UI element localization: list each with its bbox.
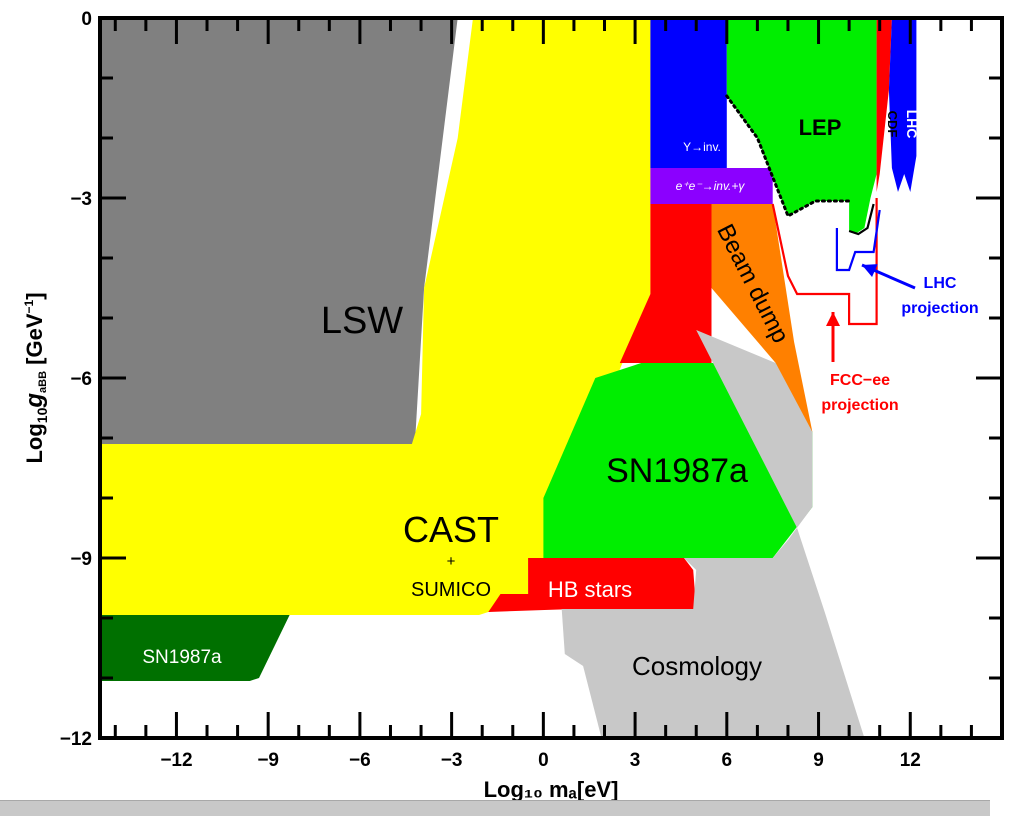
window-footer-bar [0, 800, 990, 816]
x-tick-label: 3 [630, 750, 641, 771]
curve-fcc-ee-projection [771, 198, 878, 326]
label-lep: LEP [799, 115, 842, 140]
y-tick-label: −6 [70, 369, 92, 390]
label-lhc-proj-1: LHC [924, 275, 957, 292]
label-hb: HB stars [548, 577, 632, 602]
x-tick-label: −6 [349, 750, 371, 771]
lhc-arrow-head [862, 264, 878, 277]
label-fcc-proj-1: FCC−ee [830, 372, 890, 389]
region-lep [726, 18, 877, 234]
label-lsw: LSW [321, 300, 403, 342]
region-beam-dump [711, 204, 813, 432]
region-red-mid [619, 204, 712, 363]
label-ee: e⁺e⁻→inv.+γ [676, 179, 746, 193]
label-sumico: SUMICO [411, 579, 491, 601]
x-axis-label: Log₁₀ mₐ[eV] [484, 777, 619, 802]
x-tick-label: −12 [160, 750, 192, 771]
region-cdf [876, 18, 892, 192]
y-tick-label: −3 [70, 189, 92, 210]
y-axis-label: Log10gaBB [GeV−1] [21, 292, 50, 463]
label-plus: + [447, 553, 456, 570]
y-tick-label: −9 [70, 549, 92, 570]
x-tick-label: −3 [441, 750, 463, 771]
y-axis-label-part: [GeV [22, 313, 47, 371]
x-tick-label: 12 [900, 750, 921, 771]
region-ee-inv-gamma [650, 168, 773, 204]
x-tick-label: −9 [257, 750, 279, 771]
region-sn1987a-dark [100, 615, 290, 681]
region-upsilon-inv [650, 18, 727, 168]
label-lhc-proj-2: projection [901, 300, 978, 317]
y-tick-label: 0 [81, 9, 92, 30]
label-upsilon: Υ→inv. [683, 140, 721, 154]
curve-lhc-projection [835, 209, 881, 272]
y-axis-label-part: g [21, 393, 48, 409]
region-cosmology [561, 330, 865, 738]
chart-regions [100, 18, 917, 738]
label-cdf: CDF [885, 111, 900, 138]
y-axis-label-part: Log [22, 423, 47, 463]
y-axis-label-part: ] [22, 292, 47, 299]
curve-lep-boundary [725, 94, 851, 219]
label-cosmology: Cosmology [632, 651, 762, 681]
y-tick-label: −12 [60, 729, 92, 750]
fcc-arrow-head [826, 312, 840, 326]
y-axis-label-part: −1 [22, 299, 36, 313]
x-tick-label: 0 [538, 750, 549, 771]
region-cast-sumico [100, 18, 651, 615]
region-lsw [100, 18, 458, 444]
x-tick-label: 9 [813, 750, 824, 771]
label-fcc-proj-2: projection [821, 397, 898, 414]
label-lhc: LHC [904, 110, 920, 139]
curve-lep-lower-edge [848, 203, 875, 236]
label-sn-dark: SN1987a [142, 647, 222, 668]
label-sn-light: SN1987a [606, 452, 748, 490]
chart-curves [725, 94, 881, 326]
label-cast: CAST [403, 509, 499, 550]
region-hb-stars [488, 558, 697, 612]
region-lhc [888, 18, 917, 192]
y-axis-label-part: 10 [34, 407, 50, 423]
y-axis-label-part: aBB [37, 371, 49, 393]
x-tick-label: 6 [722, 750, 733, 771]
